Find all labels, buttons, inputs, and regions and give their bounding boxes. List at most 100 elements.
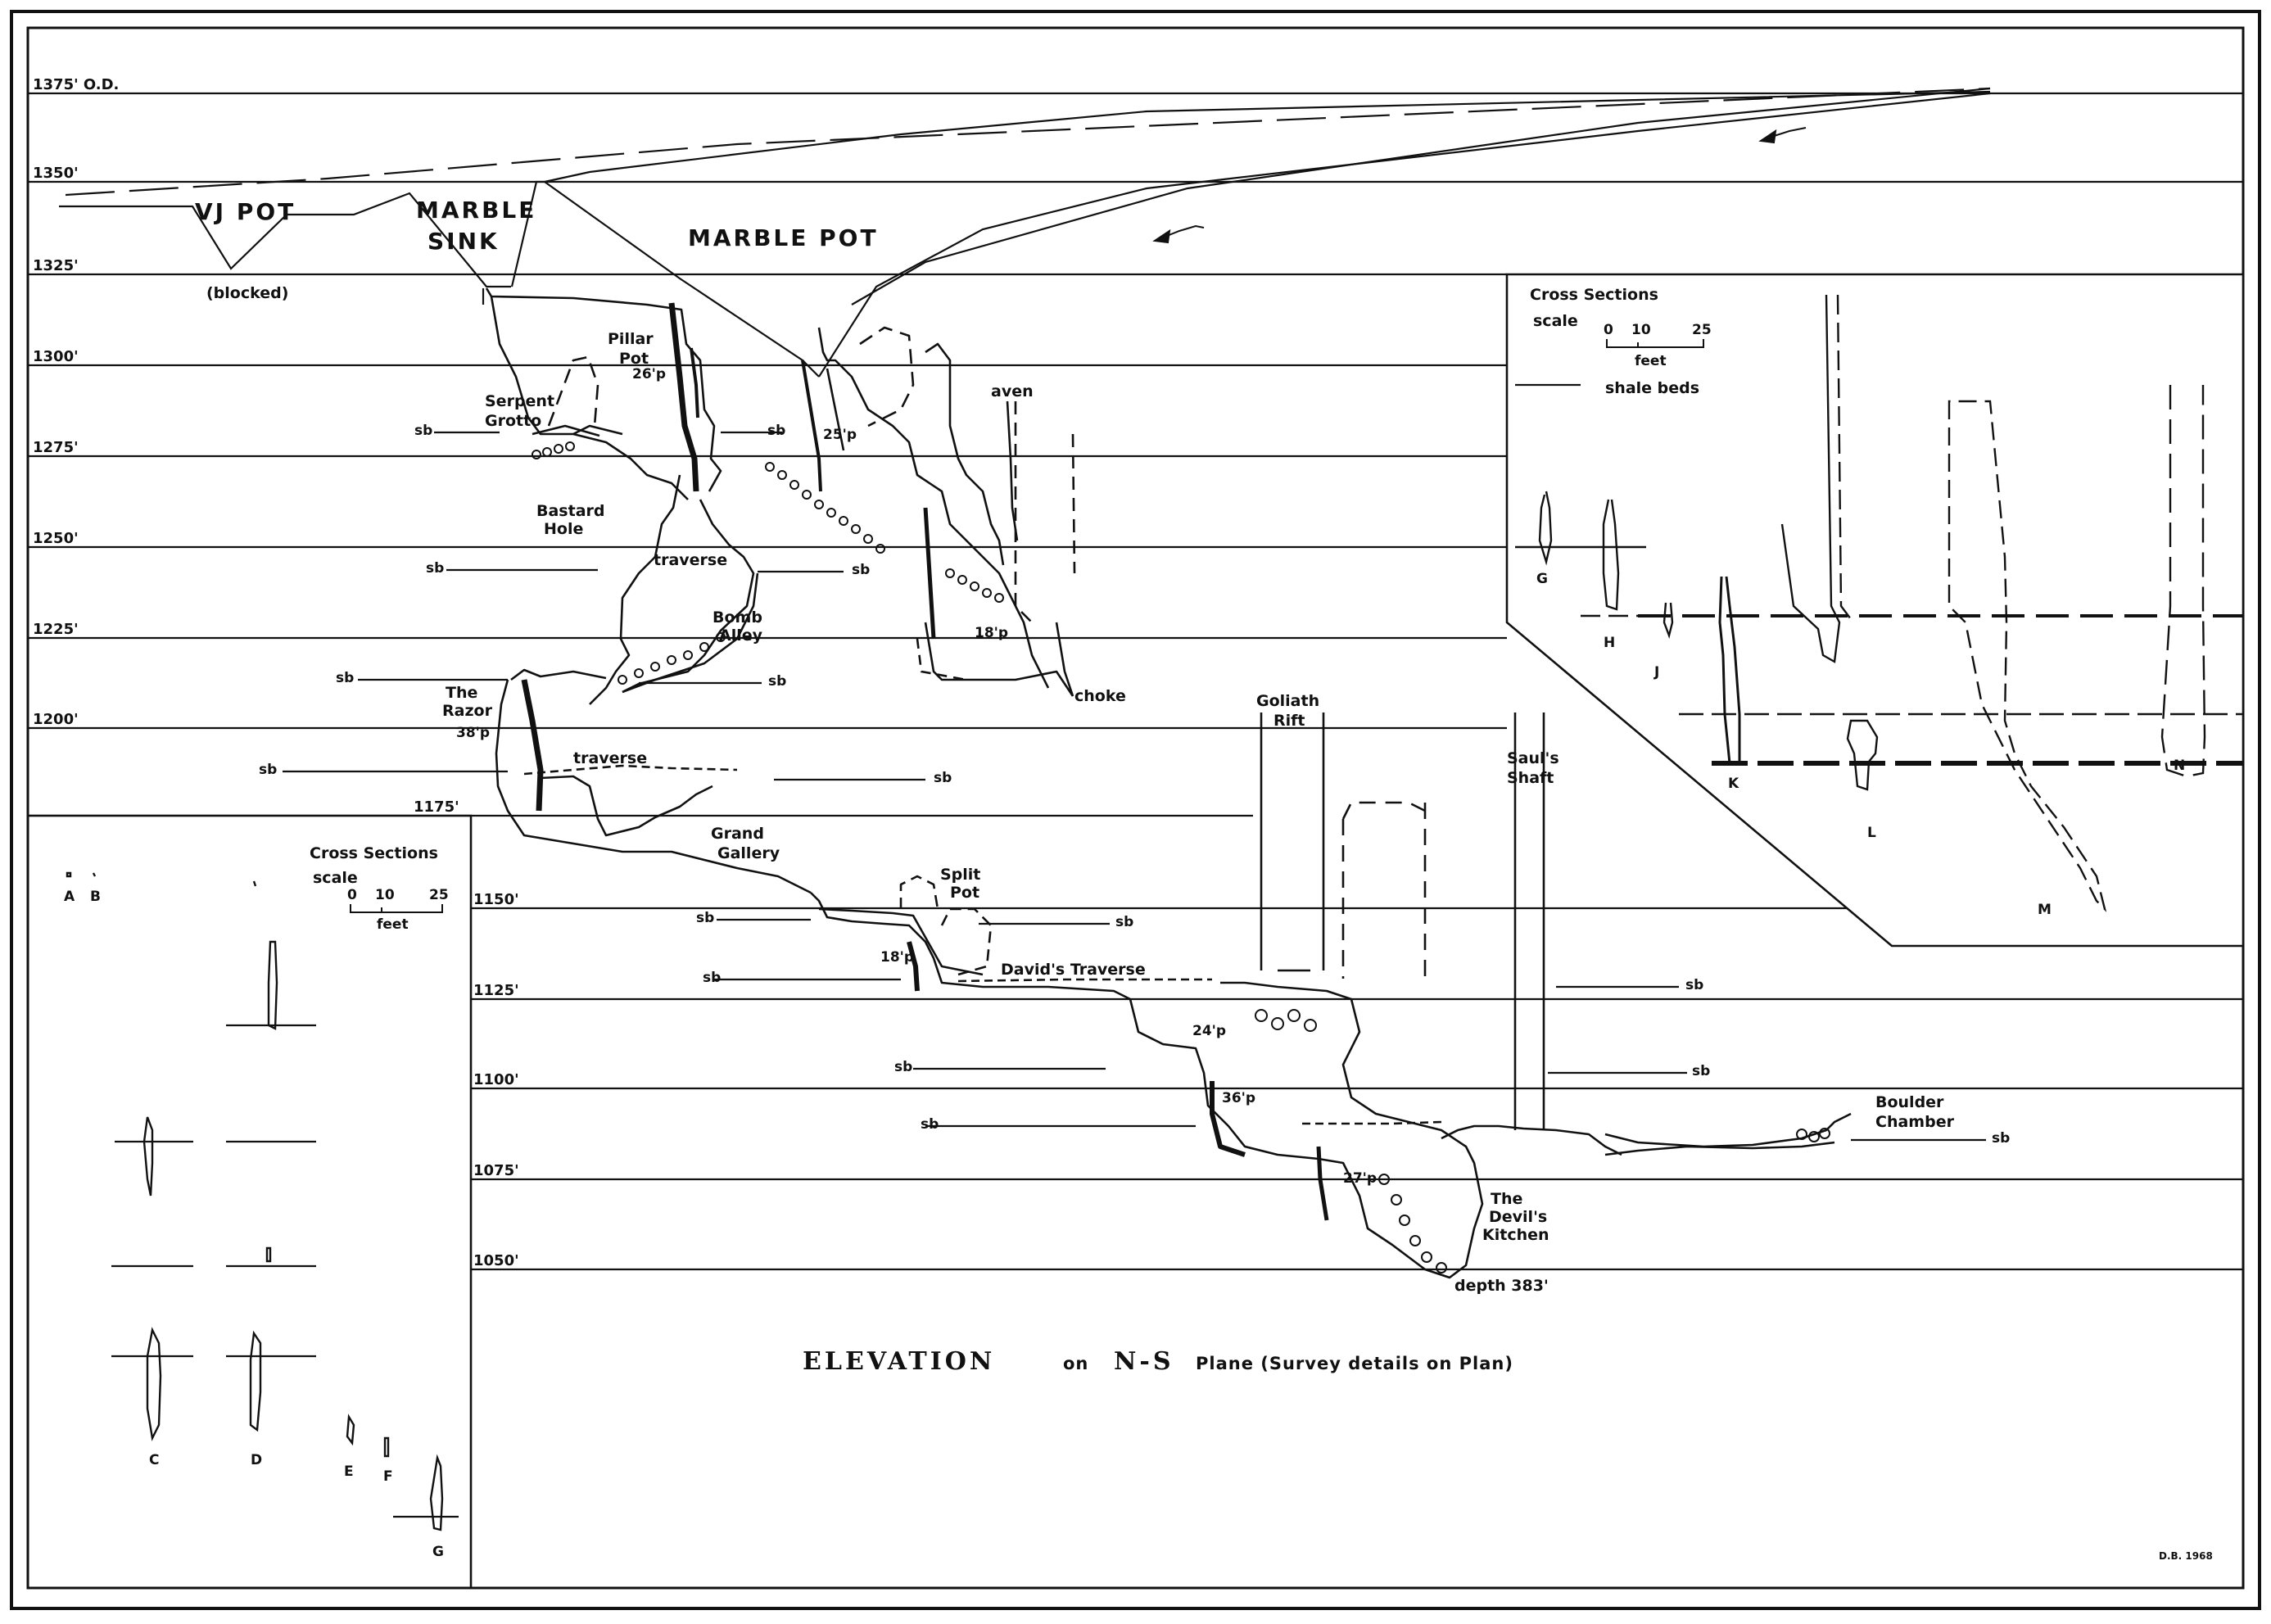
inset-title: Cross Sections xyxy=(1530,286,1658,304)
bastard-hole-label: Hole xyxy=(544,520,583,538)
scale-label: scale xyxy=(313,869,358,887)
elev-label-1225: 1225' xyxy=(33,621,79,638)
sb-label: sb xyxy=(934,770,952,786)
davids-traverse-label: David's Traverse xyxy=(1001,961,1146,979)
section-letter: J xyxy=(1653,664,1659,681)
elev-label-1375: 1375' O.D. xyxy=(33,76,119,93)
elev-label-1350: 1350' xyxy=(33,165,79,182)
inset-border xyxy=(28,814,473,1588)
stream-arrows xyxy=(1152,127,1807,244)
left-inset-section-letters: A B C D E F G xyxy=(64,889,444,1560)
cave-passages xyxy=(485,287,1852,1279)
scale-tick-label: 0 xyxy=(1604,322,1613,338)
title-rest: Plane (Survey details on Plan) xyxy=(1196,1354,1513,1373)
elev-label-1050: 1050' xyxy=(473,1252,519,1269)
split-pot-label: Pot xyxy=(950,884,979,902)
scale-unit-label: feet xyxy=(1635,353,1667,369)
section-g xyxy=(1538,491,1553,566)
section-letter: C xyxy=(149,1452,159,1468)
section-letter: A xyxy=(64,889,75,905)
section-letter: F xyxy=(383,1468,393,1485)
pitch-label: 38'p xyxy=(456,725,490,741)
pitch-label: 27'p xyxy=(1343,1170,1377,1187)
elev-label-1175: 1175' xyxy=(414,798,459,816)
pitch-label: 18'p xyxy=(880,949,914,966)
traverse-label: traverse xyxy=(654,551,727,569)
sb-label: sb xyxy=(426,560,444,577)
devils-kitchen-label: Devil's xyxy=(1489,1208,1547,1226)
boulder-chamber-label: Boulder xyxy=(1875,1093,1944,1111)
sb-label: sb xyxy=(1685,977,1703,993)
boulder-chamber-label: Chamber xyxy=(1875,1113,1955,1131)
title-on: on xyxy=(1063,1354,1088,1373)
sb-label: sb xyxy=(894,1059,912,1075)
sb-label: sb xyxy=(336,670,354,686)
pitch-label: 24'p xyxy=(1192,1023,1226,1039)
sb-label: sb xyxy=(259,762,277,778)
bomb-alley-label: Bomb xyxy=(713,608,762,627)
section-letter: G xyxy=(1536,571,1548,587)
elev-label-1300: 1300' xyxy=(33,348,79,365)
scale-tick-label: 10 xyxy=(375,887,395,903)
section-letter: H xyxy=(1604,635,1615,651)
traverse-label: traverse xyxy=(573,749,647,767)
blocked-label: (blocked) xyxy=(206,284,288,302)
sb-label: sb xyxy=(767,423,785,439)
surface-profile xyxy=(59,87,1991,378)
devils-kitchen-label: The xyxy=(1491,1190,1522,1208)
title-plane: N-S xyxy=(1114,1347,1174,1376)
devils-kitchen-label: Kitchen xyxy=(1482,1226,1549,1244)
cross-sections-inset-right: Cross Sections scale 0 10 25 feet shale … xyxy=(1505,273,2245,948)
goliath-rift-label: Goliath xyxy=(1256,692,1319,710)
sb-label: sb xyxy=(921,1116,939,1133)
elev-label-1075: 1075' xyxy=(473,1162,519,1179)
bastard-hole-label: Bastard xyxy=(536,502,605,520)
choke-label: choke xyxy=(1074,687,1126,705)
marble-sink-label-2: SINK xyxy=(428,228,500,255)
scale-bar xyxy=(350,904,443,913)
pitch-label: 36'p xyxy=(1222,1090,1255,1106)
scale-tick-label: 25 xyxy=(1692,322,1712,338)
sb-label: sb xyxy=(696,910,714,926)
grand-gallery-label: Grand xyxy=(711,825,764,843)
section-j xyxy=(1663,602,1674,640)
marble-pot-label: MARBLE POT xyxy=(688,224,879,251)
sb-label: sb xyxy=(852,562,870,578)
split-pot-label: Split xyxy=(940,866,980,884)
section-left-tall xyxy=(1780,294,1841,663)
cross-sections-inset-left: Cross Sections scale 0 10 25 feet xyxy=(28,814,473,1588)
section-k xyxy=(1718,576,1741,765)
goliath-rift-label: Rift xyxy=(1273,712,1305,730)
sb-label: sb xyxy=(1992,1130,2010,1147)
sb-label: sb xyxy=(1692,1063,1710,1079)
sb-label: sb xyxy=(703,970,721,986)
scale-tick-label: 0 xyxy=(347,887,357,903)
left-inset-sections xyxy=(66,871,444,1531)
scale-label: scale xyxy=(1533,312,1578,330)
inset-title: Cross Sections xyxy=(310,844,438,862)
shale-bed-lines xyxy=(283,431,1986,1142)
scale-tick-label: 10 xyxy=(1631,322,1651,338)
section-n xyxy=(2160,385,2206,778)
credit-label: D.B. 1968 xyxy=(2159,1550,2213,1562)
razor-label: The xyxy=(446,684,477,702)
grand-gallery-label: Gallery xyxy=(717,844,780,862)
section-letter: N xyxy=(2174,758,2185,774)
title-main: ELEVATION xyxy=(803,1347,995,1376)
shale-bed-labels: sb sb sb sb sb sb sb sb sb sb sb sb sb s… xyxy=(259,423,2010,1147)
pitch-label: 18'p xyxy=(975,625,1008,641)
inset-sections xyxy=(1538,294,2206,912)
section-letter: E xyxy=(344,1463,354,1480)
feature-labels: Pillar Pot 26'p Serpent Grotto 25'p aven… xyxy=(442,330,1955,1295)
section-l xyxy=(1846,719,1879,791)
pillar-pot-label: Pillar xyxy=(608,330,654,348)
inset-border xyxy=(1505,273,2245,948)
sauls-shaft-label: Saul's xyxy=(1507,749,1559,767)
sb-label: sb xyxy=(1115,914,1133,930)
section-letter: G xyxy=(432,1544,444,1560)
scale-unit-label: feet xyxy=(377,916,409,933)
elev-label-1275: 1275' xyxy=(33,439,79,456)
pillar-pot-label: Pot xyxy=(619,350,649,368)
